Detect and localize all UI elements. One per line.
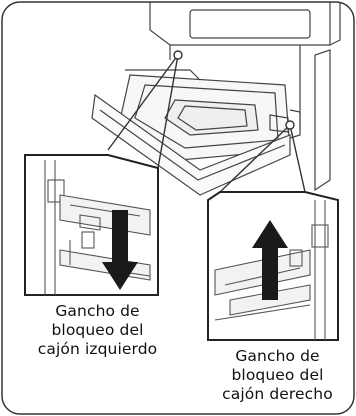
up-arrow-icon — [252, 220, 288, 300]
left-caption-line-2: bloqueo del — [51, 321, 144, 339]
right-caption-line-2: bloqueo del — [231, 366, 324, 384]
left-caption-line-1: Gancho de — [55, 302, 140, 320]
right-inset — [207, 191, 339, 341]
right-hook-caption: Gancho de bloqueo del cajón derecho — [200, 347, 355, 404]
left-hook-caption: Gancho de bloqueo del cajón izquierdo — [20, 302, 175, 359]
right-caption-line-1: Gancho de — [235, 347, 320, 365]
left-inset — [24, 154, 159, 296]
right-callout-lines — [219, 120, 306, 193]
left-caption-line-3: cajón izquierdo — [37, 340, 158, 358]
right-caption-line-3: cajón derecho — [222, 385, 333, 403]
down-arrow-icon — [102, 210, 138, 290]
left-callout-lines — [107, 50, 183, 169]
